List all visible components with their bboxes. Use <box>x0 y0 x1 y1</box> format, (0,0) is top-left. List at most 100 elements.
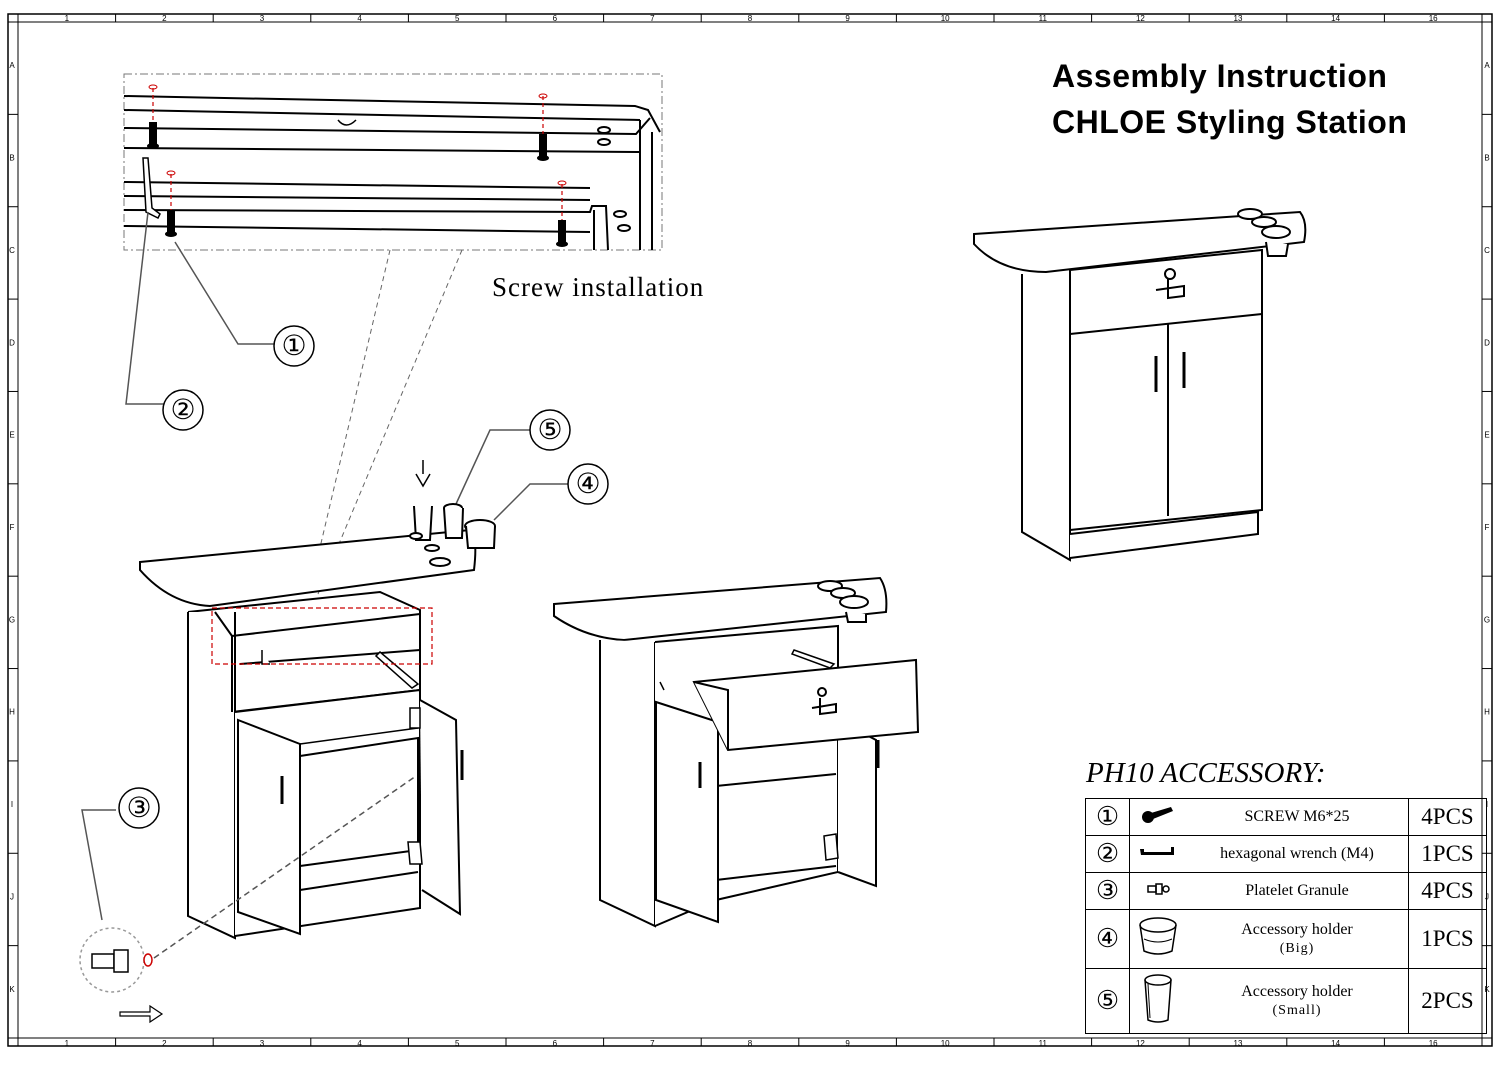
callout-circles <box>118 325 609 829</box>
border-letter: J <box>1485 892 1489 901</box>
accessory-row: ① SCREW M6*25 4PCS <box>1085 798 1487 836</box>
title-line-2: CHLOE Styling Station <box>1052 104 1408 140</box>
item-name: SCREW M6*25 <box>1244 808 1350 825</box>
item-name-wrap: Accessory holder (Small) <box>1186 983 1408 1019</box>
accessory-row: ④ Accessory holder(Big) 1PCS <box>1085 909 1487 969</box>
border-number: 4 <box>357 1039 362 1048</box>
border-number: 10 <box>941 1039 950 1048</box>
item-name: Accessory holder <box>1241 921 1353 938</box>
border-letter: E <box>9 431 14 440</box>
border-letter: I <box>11 800 13 809</box>
detail-screws <box>142 84 568 247</box>
border-number: 7 <box>650 1039 655 1048</box>
accessory-row: ⑤ Accessory holder (Small) 2PCS <box>1085 968 1487 1034</box>
border-number: 1 <box>65 14 70 23</box>
item-name-cell: Accessory holder (Small) <box>1129 968 1409 1034</box>
cabinet-assembled-view <box>973 208 1307 562</box>
item-name-cell: Accessory holder(Big) <box>1129 909 1409 969</box>
border-letter: B <box>1484 154 1489 163</box>
item-name-cell: SCREW M6*25 <box>1129 798 1409 836</box>
border-number: 11 <box>1039 14 1048 23</box>
border-number: 4 <box>357 14 362 23</box>
item-qty: 4PCS <box>1408 798 1487 836</box>
screw-icon <box>1130 805 1186 830</box>
border-number: 16 <box>1429 14 1438 23</box>
border-number: 3 <box>260 1039 265 1048</box>
border-number: 2 <box>162 1039 167 1048</box>
border-letter: H <box>1484 708 1490 717</box>
item-name: hexagonal wrench (M4) <box>1220 845 1374 862</box>
holder-big-icon <box>1130 915 1186 964</box>
border-letter: A <box>9 61 15 70</box>
item-number: ③ <box>1085 872 1130 910</box>
border-letter: K <box>1484 985 1490 994</box>
item-name: Platelet Granule <box>1245 882 1349 899</box>
border-number: 8 <box>748 1039 753 1048</box>
callout-4: ④ <box>575 467 601 500</box>
border-labels: 1122334455667788991010111112121313141416… <box>9 14 1490 1048</box>
callout-1: ① <box>281 329 307 362</box>
border-letter: F <box>1485 523 1490 532</box>
screw-detail-view <box>123 73 663 251</box>
item-qty: 1PCS <box>1408 835 1487 873</box>
border-number: 2 <box>162 14 167 23</box>
border-number: 8 <box>748 14 753 23</box>
border-number: 12 <box>1136 1039 1145 1048</box>
border-letter: C <box>1484 246 1490 255</box>
projection-lines <box>309 249 463 595</box>
border-number: 12 <box>1136 14 1145 23</box>
border-number: 11 <box>1039 1039 1048 1048</box>
border-letter: F <box>10 523 15 532</box>
border-number: 13 <box>1234 1039 1243 1048</box>
item-size: (Small) <box>1272 1003 1322 1018</box>
border-letter: H <box>9 708 15 717</box>
title-line-1: Assembly Instruction <box>1052 58 1388 94</box>
accessory-row: ③ Platelet Granule 4PCS <box>1085 872 1487 910</box>
border-letter: D <box>1484 338 1490 347</box>
border-number: 14 <box>1331 1039 1340 1048</box>
item-number: ① <box>1085 798 1130 836</box>
border-letter: D <box>9 338 15 347</box>
screw-installation-caption: Screw installation <box>492 272 705 302</box>
callout-2: ② <box>170 393 196 426</box>
item-name-cell: Platelet Granule <box>1129 872 1409 910</box>
border-number: 9 <box>845 1039 850 1048</box>
sheet-border <box>7 13 1493 1047</box>
detail-wrench <box>142 157 161 220</box>
border-letter: I <box>1486 800 1488 809</box>
border-number: 6 <box>553 14 558 23</box>
item-name: Accessory holder <box>1241 983 1353 1000</box>
border-number: 16 <box>1429 1039 1438 1048</box>
border-number: 1 <box>65 1039 70 1048</box>
holder-small-icon <box>1130 972 1186 1031</box>
accessory-row: ② hexagonal wrench (M4) 1PCS <box>1085 835 1487 873</box>
border-letter: J <box>10 892 14 901</box>
accessory-heading: PH10 ACCESSORY: <box>1086 757 1326 789</box>
border-number: 6 <box>553 1039 558 1048</box>
item-qty: 4PCS <box>1408 872 1487 910</box>
item-name-cell: hexagonal wrench (M4) <box>1129 835 1409 873</box>
item-qty: 1PCS <box>1408 909 1487 969</box>
accessory-table: ① SCREW M6*25 4PCS ② hexagonal wrench (M… <box>1085 798 1487 1034</box>
border-number: 7 <box>650 14 655 23</box>
cabinet-exploded-view <box>139 460 496 940</box>
granule-detail <box>79 775 417 1024</box>
item-number: ⑤ <box>1085 968 1130 1034</box>
item-number: ② <box>1085 835 1130 873</box>
screw-location-highlight <box>211 607 433 665</box>
callout-leaders <box>81 211 568 921</box>
border-letter: E <box>1484 431 1489 440</box>
item-qty: 2PCS <box>1408 968 1487 1034</box>
border-letter: G <box>1484 615 1490 624</box>
callout-5: ⑤ <box>537 413 563 446</box>
item-name-wrap: Accessory holder(Big) <box>1186 921 1408 957</box>
border-number: 5 <box>455 14 460 23</box>
border-number: 14 <box>1331 14 1340 23</box>
border-number: 13 <box>1234 14 1243 23</box>
border-number: 5 <box>455 1039 460 1048</box>
border-number: 10 <box>941 14 950 23</box>
border-letter: C <box>9 246 15 255</box>
callout-3: ③ <box>126 791 152 824</box>
